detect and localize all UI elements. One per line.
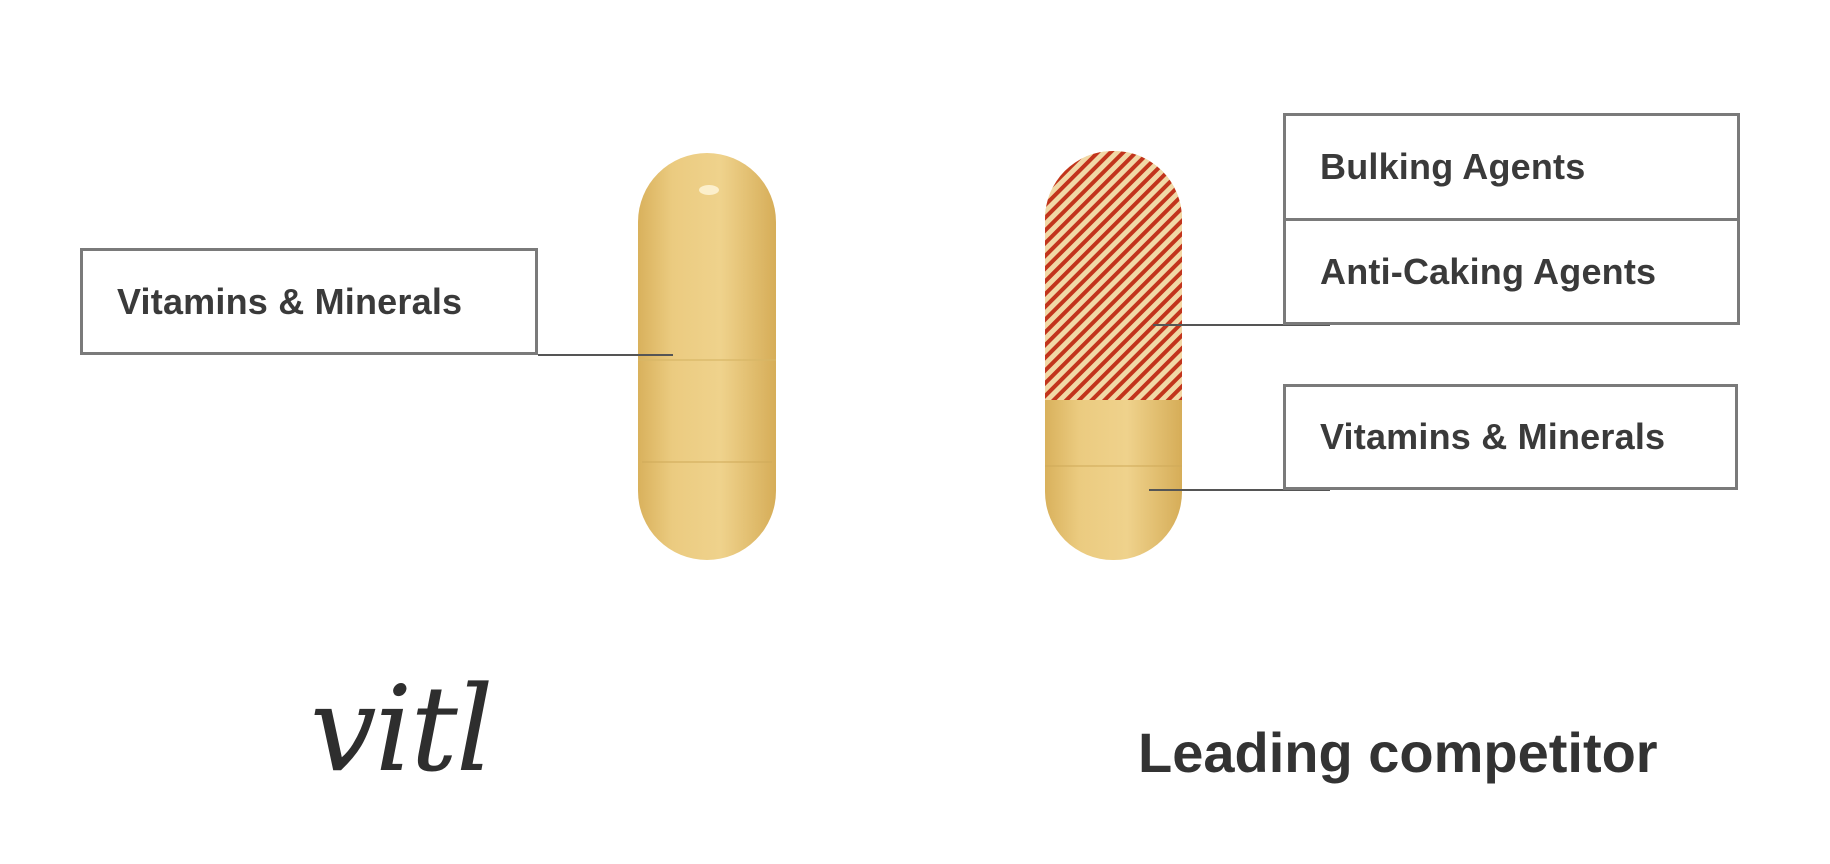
vitl-logo: vitl: [310, 670, 550, 810]
label-vitamins-minerals-left: Vitamins & Minerals: [80, 248, 538, 355]
competitor-title: Leading competitor: [1138, 721, 1658, 784]
label-anti-caking-agents: Anti-Caking Agents: [1283, 218, 1740, 325]
competitor-capsule: [1045, 151, 1182, 560]
vitl-logo-text: vitl: [310, 660, 494, 798]
label-vitamins-minerals-right: Vitamins & Minerals: [1283, 384, 1738, 490]
vitl-capsule: [638, 153, 776, 560]
label-bulking-agents: Bulking Agents: [1283, 113, 1740, 221]
